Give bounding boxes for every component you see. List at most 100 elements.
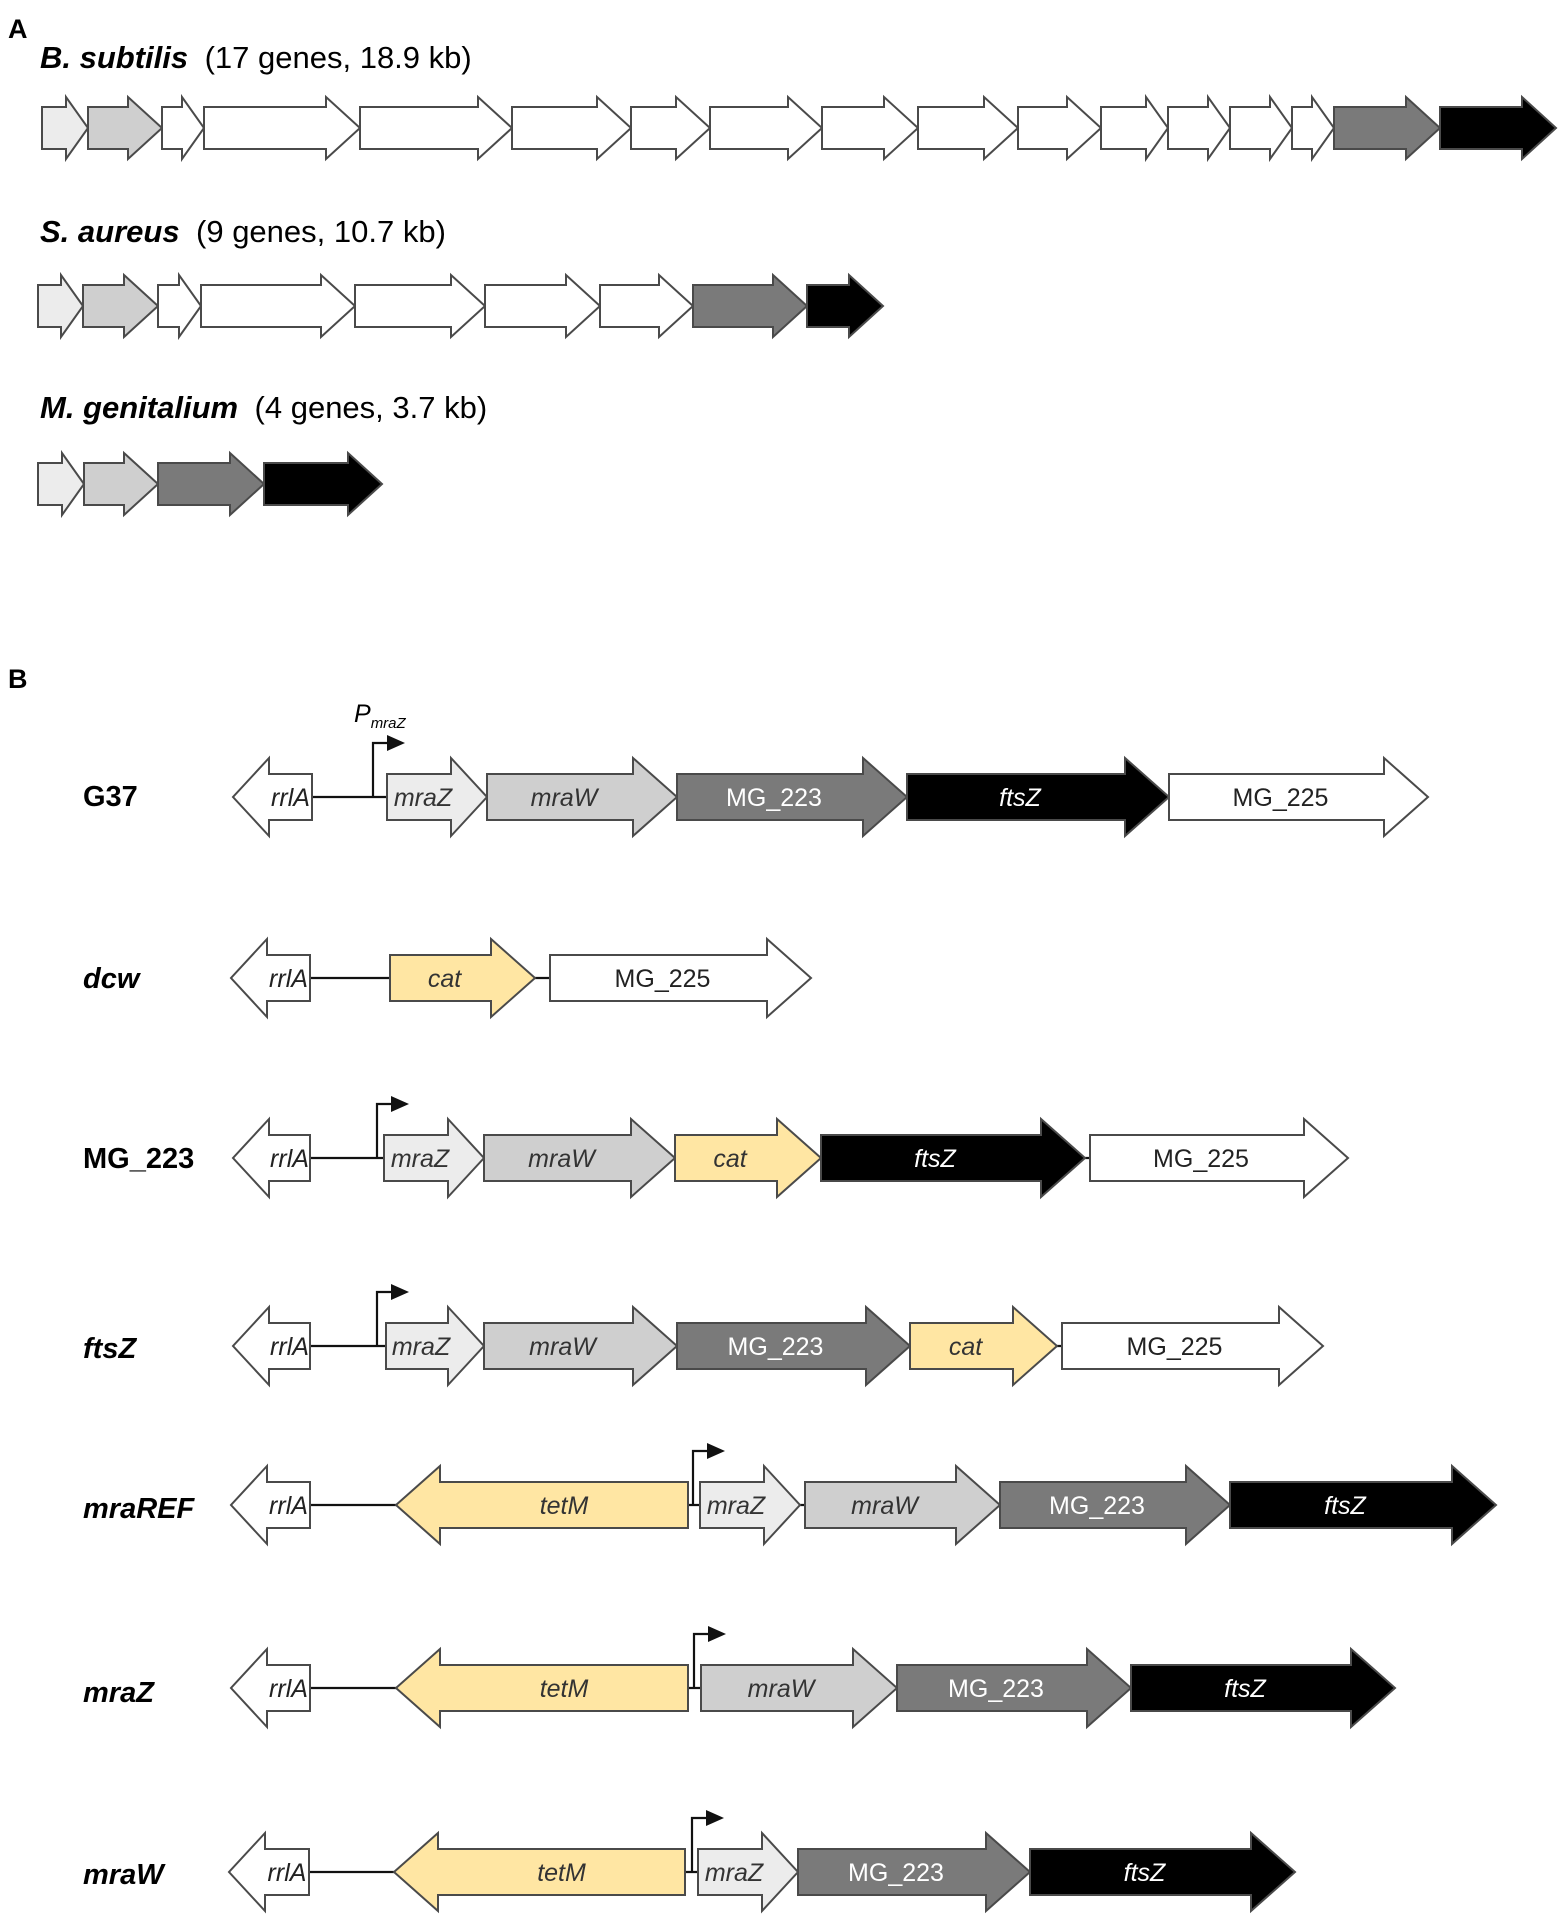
gene-arrow-a1-2 — [157, 271, 203, 341]
gene-arrow-mraz-rrla — [229, 1646, 311, 1730]
gene-arrow-mg-223-ftsz — [820, 1116, 1087, 1200]
gene-arrow-a2-0 — [37, 449, 86, 519]
gene-arrow-a0-2 — [161, 93, 206, 163]
gene-label-mg-223-ftsz: ftsZ — [914, 1145, 956, 1173]
gene-label-mraz-ftsz: ftsZ — [1224, 1675, 1266, 1703]
gene-arrow-mraref-ftsz — [1229, 1463, 1498, 1547]
promoter-label-subscript: mraZ — [371, 715, 407, 732]
gene-arrow-a0-11 — [1100, 93, 1170, 163]
gene-arrow-mg-223-cat — [674, 1116, 823, 1200]
organism-bsubtilis-name: B. subtilis — [40, 40, 188, 75]
gene-arrow-a1-3 — [200, 272, 357, 340]
strain-row-mraw: mraW rrlA tetM mraZ MG_223 ftsZ — [83, 1810, 1297, 1914]
promoter-arrow-head — [706, 1810, 724, 1826]
gene-label-mg-223-mg-225: MG_225 — [1153, 1145, 1249, 1173]
gene-label-mg-223-mraw: mraW — [528, 1145, 597, 1173]
gene-arrow-mraw-mraz — [697, 1830, 800, 1914]
gene-arrow-mraw-mg-223 — [797, 1830, 1032, 1914]
promoter-arrow-head — [391, 1284, 409, 1300]
organism-saureus-title: S. aureus (9 genes, 10.7 kb) — [40, 214, 446, 249]
organism-saureus-genes — [37, 271, 885, 341]
gene-arrow-a0-12 — [1167, 93, 1232, 163]
gene-arrow-dcw-cat — [389, 936, 537, 1020]
gene-label-ftsz-mraw: mraW — [529, 1333, 598, 1361]
gene-label-dcw-rrla: rrlA — [269, 965, 308, 993]
gene-arrow-ftsz-mg-225 — [1061, 1304, 1325, 1388]
gene-arrow-a1-5 — [484, 272, 602, 340]
gene-arrow-ftsz-rrla — [231, 1304, 311, 1388]
promoter-arrow — [691, 1449, 709, 1505]
gene-arrow-mraref-mraw — [804, 1463, 1002, 1547]
gene-arrow-a1-1 — [82, 272, 160, 340]
gene-label-mraw-mraz: mraZ — [705, 1859, 764, 1887]
gene-arrow-mraz-mraw — [700, 1646, 899, 1730]
gene-arrow-a0-8 — [821, 94, 920, 162]
organism-mgenitalium-title: M. genitalium (4 genes, 3.7 kb) — [40, 390, 487, 425]
strain-label: dcw — [83, 963, 142, 995]
gene-arrow-a0-6 — [630, 94, 712, 162]
gene-arrow-dcw-mg-225 — [549, 936, 813, 1020]
gene-arrow-a1-4 — [354, 272, 487, 340]
gene-arrow-mg-223-mg-225 — [1089, 1116, 1350, 1200]
gene-label-g37-mraz: mraZ — [394, 784, 453, 812]
gene-label-mraw-rrla: rrlA — [268, 1859, 307, 1887]
strain-label: MG_223 — [83, 1143, 194, 1175]
promoter-arrow-head — [391, 1096, 409, 1112]
organism-mgenitalium-genes — [37, 449, 384, 519]
gene-arrow-dcw-rrla — [229, 936, 311, 1020]
gene-label-mg-223-cat: cat — [713, 1145, 747, 1173]
panel-a-label: A — [8, 14, 28, 44]
gene-arrow-ftsz-mg-223 — [676, 1304, 912, 1388]
gene-arrow-a0-3 — [203, 94, 362, 162]
gene-arrow-a0-5 — [511, 94, 633, 162]
gene-arrow-g37-rrla — [231, 755, 313, 839]
gene-arrow-a2-3 — [263, 450, 384, 518]
promoter-arrow-head — [387, 735, 405, 751]
gene-arrow-a0-13 — [1229, 93, 1294, 163]
gene-label-g37-mraw: mraW — [531, 784, 600, 812]
gene-label-g37-rrla: rrlA — [271, 784, 310, 812]
gene-label-mraw-ftsz: ftsZ — [1124, 1859, 1166, 1887]
organism-bsubtilis-detail: (17 genes, 18.9 kb) — [205, 40, 472, 75]
gene-label-mg-223-rrla: rrlA — [270, 1145, 309, 1173]
organism-saureus-detail: (9 genes, 10.7 kb) — [196, 214, 446, 249]
gene-label-ftsz-mg-225: MG_225 — [1127, 1333, 1223, 1361]
promoter-arrow — [375, 1290, 393, 1346]
gene-label-g37-mg-223: MG_223 — [726, 784, 822, 812]
gene-arrow-a0-4 — [359, 94, 514, 162]
gene-label-dcw-cat: cat — [428, 965, 462, 993]
strain-label: mraW — [83, 1859, 166, 1891]
gene-label-mraz-mraw: mraW — [748, 1675, 817, 1703]
gene-arrow-mraz-ftsz — [1130, 1646, 1397, 1730]
gene-label-mraw-mg-223: MG_223 — [848, 1859, 944, 1887]
organism-bsubtilis-genes — [41, 93, 1558, 163]
panel-b-label: B — [8, 664, 28, 694]
gene-label-ftsz-mraz: mraZ — [392, 1333, 451, 1361]
gene-label-mraref-mg-223: MG_223 — [1049, 1492, 1145, 1520]
gene-arrow-mraref-tetm — [394, 1463, 689, 1547]
gene-arrow-ftsz-mraz — [385, 1304, 486, 1388]
gene-arrow-mg-223-mraw — [483, 1116, 677, 1200]
gene-arrow-a1-8 — [806, 272, 885, 340]
gene-arrow-mraw-ftsz — [1029, 1830, 1297, 1914]
gene-label-mraref-tetm: tetM — [540, 1492, 589, 1520]
gene-arrow-a2-2 — [157, 450, 266, 518]
gene-arrow-a0-1 — [87, 94, 164, 162]
gene-label-mraref-mraw: mraW — [851, 1492, 920, 1520]
gene-label-mraw-tetm: tetM — [537, 1859, 586, 1887]
organism-mgenitalium-name: M. genitalium — [40, 390, 238, 425]
gene-arrow-mraref-mraz — [699, 1463, 802, 1547]
gene-arrow-g37-ftsz — [906, 755, 1171, 839]
gene-arrow-a2-1 — [83, 450, 160, 518]
gene-arrow-mraw-tetm — [392, 1830, 686, 1914]
gene-arrow-g37-mg-225 — [1168, 755, 1430, 839]
gene-label-mraz-tetm: tetM — [540, 1675, 589, 1703]
gene-arrow-mraz-mg-223 — [896, 1646, 1133, 1730]
gene-label-g37-ftsz: ftsZ — [999, 784, 1041, 812]
